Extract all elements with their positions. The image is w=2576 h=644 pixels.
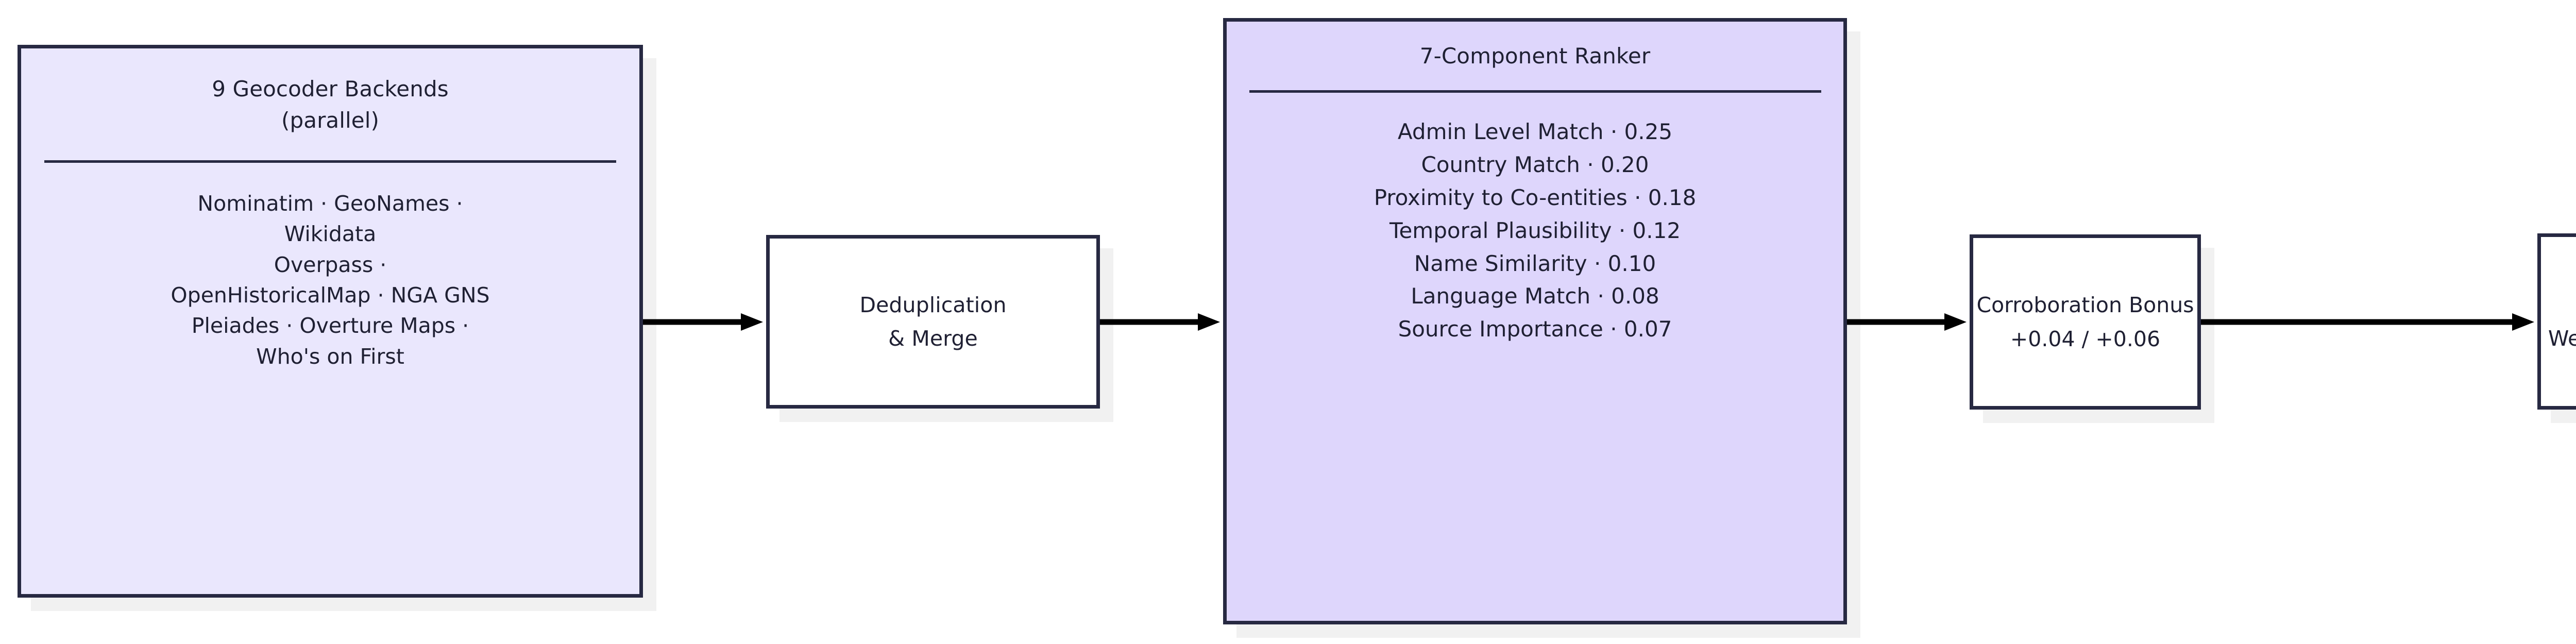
node-corroboration-bonus-value: +0.04 / +0.06 [2010, 327, 2161, 351]
node-seven-component-ranker-divider [1249, 90, 1821, 93]
edge-corroboration-to-riskflag [2201, 312, 2537, 332]
ranker-component-row: Language Match · 0.08 [1411, 283, 1659, 309]
ranker-component-row: Country Match · 0.20 [1421, 152, 1649, 178]
edge-dedup-to-ranker [1100, 312, 1223, 332]
node-corroboration-bonus[interactable]: Corroboration Bonus +0.04 / +0.06 [1970, 234, 2201, 410]
node-seven-component-ranker[interactable]: 7-Component Ranker Admin Level Match · 0… [1223, 18, 1847, 624]
ranker-component-row: Source Importance · 0.07 [1398, 316, 1672, 342]
edge-backends-to-dedup [643, 312, 766, 332]
ranker-component-row: Admin Level Match · 0.25 [1397, 119, 1673, 145]
node-deduplication-merge[interactable]: Deduplication & Merge [766, 235, 1100, 409]
backend-line: Who's on First [256, 344, 404, 369]
node-corroboration-bonus-title: Corroboration Bonus [1976, 292, 2194, 317]
node-geocoder-backends-divider [44, 160, 616, 163]
node-geocoder-backends[interactable]: 9 Geocoder Backends (parallel) Nominatim… [18, 45, 643, 598]
backend-line: Nominatim · GeoNames · [197, 191, 463, 216]
edge-ranker-to-corroboration [1847, 312, 1970, 332]
node-geocoder-backends-header: 9 Geocoder Backends (parallel) [212, 76, 449, 133]
backend-line: Pleiades · Overture Maps · [191, 313, 469, 338]
ranker-component-row: Temporal Plausibility · 0.12 [1389, 217, 1681, 243]
ranker-component-row: Proximity to Co-entities · 0.18 [1374, 184, 1697, 210]
node-risk-flag-weight-adjustment[interactable]: Risk-flag Weight Adjustment [2537, 233, 2576, 410]
ranker-component-row: Name Similarity · 0.10 [1414, 250, 1656, 276]
node-risk-flag-value: Weight Adjustment [2548, 326, 2576, 351]
node-seven-component-ranker-header: 7-Component Ranker [1419, 43, 1651, 69]
node-deduplication-merge-label: Deduplication & Merge [859, 292, 1007, 351]
backend-line: Overpass · [274, 252, 387, 277]
backend-line: Wikidata [284, 222, 377, 247]
backend-line: OpenHistoricalMap · NGA GNS [171, 282, 490, 308]
ranker-component-list: Admin Level Match · 0.25 Country Match ·… [1249, 115, 1821, 346]
node-geocoder-backends-list: Nominatim · GeoNames · Wikidata Overpass… [47, 189, 613, 372]
